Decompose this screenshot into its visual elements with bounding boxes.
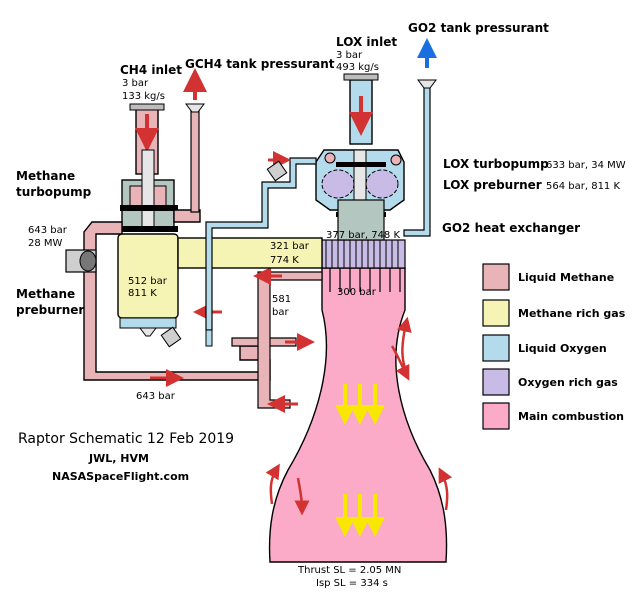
methane-preburner-label-1: Methane <box>16 287 75 301</box>
ch4-inlet-pressure: 3 bar <box>122 78 149 89</box>
legend-label-methane-rich-gas: Methane rich gas <box>518 307 626 320</box>
chamber-pressure: 300 bar <box>337 287 377 298</box>
methane-turbopump-label-2: turbopump <box>16 185 92 199</box>
go2-pressurant-line <box>403 85 431 237</box>
lox-preburner-stats: 564 bar, 811 K <box>546 181 620 192</box>
lox-preburner <box>337 199 385 241</box>
methane-rich-duct <box>177 237 323 269</box>
methane-turbopump-power: 28 MW <box>28 238 63 249</box>
legend-swatch-oxygen-rich-gas <box>482 368 510 396</box>
legend: Liquid Methane Methane rich gas Liquid O… <box>482 263 626 430</box>
methane-turbopump-pressure: 643 bar <box>28 225 68 236</box>
lox-inlet-label: LOX inlet <box>336 35 397 49</box>
rich-gas-duct-temp: 774 K <box>270 255 299 266</box>
rich-gas-duct-pressure: 321 bar <box>270 241 310 252</box>
exhaust-arrows <box>335 384 385 537</box>
bottom-line-pressure: 643 bar <box>136 391 176 402</box>
lox-valve-upper <box>266 160 288 182</box>
gch4-pressurant-line <box>190 109 200 213</box>
go2-heat-exchanger-label: GO2 heat exchanger <box>442 221 580 235</box>
go2-pressurant-label: GO2 tank pressurant <box>408 21 549 35</box>
legend-label-main-combustion: Main combustion <box>518 410 624 423</box>
methane-preburner-pressure: 512 bar <box>128 276 168 287</box>
ch4-inlet-label: CH4 inlet <box>120 63 182 77</box>
legend-label-liquid-oxygen: Liquid Oxygen <box>518 342 607 355</box>
lox-turbopump-stats: 633 bar, 34 MW <box>546 160 626 171</box>
legend-label-liquid-methane: Liquid Methane <box>518 271 614 284</box>
lox-inlet-pressure: 3 bar <box>336 50 363 61</box>
methane-flow-arrows <box>150 267 315 413</box>
legend-swatch-liquid-oxygen <box>482 334 510 362</box>
legend-label-oxygen-rich-gas: Oxygen rich gas <box>518 376 618 389</box>
methane-preburner-temp: 811 K <box>128 288 157 299</box>
thrust-label: Thrust SL = 2.05 MN <box>297 565 401 576</box>
cooling-arrows <box>265 316 453 516</box>
legend-swatch-main-combustion <box>482 402 510 430</box>
gch4-pressurant-label: GCH4 tank pressurant <box>185 57 335 71</box>
methane-preburner-label-2: preburner <box>16 303 84 317</box>
methane-turbopump-label-1: Methane <box>16 169 75 183</box>
ch4-inlet-flow: 133 kg/s <box>122 91 165 102</box>
credit-authors: JWL, HVM <box>88 452 149 465</box>
lox-valve-lower <box>160 326 182 348</box>
diagram-title: Raptor Schematic 12 Feb 2019 <box>18 431 234 447</box>
legend-swatch-methane-rich-gas <box>482 299 510 327</box>
cooling-line-pressure: 581 <box>272 294 291 305</box>
credit-site: NASASpaceFlight.com <box>52 470 189 483</box>
lox-inlet-flow: 493 kg/s <box>336 62 379 73</box>
cooling-line-unit: bar <box>272 307 289 318</box>
lox-preburner-label: LOX preburner <box>443 178 542 192</box>
injector-plate <box>321 239 406 269</box>
oxygen-gas-stats: 377 bar, 748 K <box>326 230 400 241</box>
isp-label: Isp SL = 334 s <box>316 578 388 589</box>
injector-elements <box>325 240 399 268</box>
injector-jets <box>329 268 401 292</box>
legend-swatch-liquid-methane <box>482 263 510 291</box>
lox-turbopump-label: LOX turbopump <box>443 157 549 171</box>
